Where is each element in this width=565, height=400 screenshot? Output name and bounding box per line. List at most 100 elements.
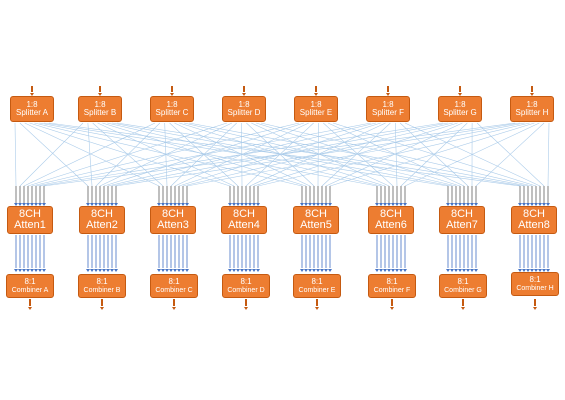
atten-input-arrow bbox=[470, 203, 474, 206]
atten-input-arrow bbox=[248, 203, 252, 206]
atten-input-arrow bbox=[252, 203, 256, 206]
combiner-output-arrow bbox=[315, 307, 319, 310]
atten-input-arrow bbox=[312, 203, 316, 206]
mesh-link bbox=[35, 122, 372, 187]
splitter-label: Splitter H bbox=[515, 108, 549, 117]
mesh-link bbox=[475, 122, 545, 187]
mesh-link bbox=[43, 122, 516, 187]
combiner-output-arrow bbox=[172, 307, 176, 310]
combiner-input-arrow bbox=[379, 269, 383, 272]
atten-input-arrow bbox=[236, 203, 240, 206]
mesh-link bbox=[39, 122, 444, 187]
mesh-link bbox=[115, 122, 520, 187]
combiner-input-arrow bbox=[157, 269, 161, 272]
combiner-input-arrow bbox=[42, 269, 46, 272]
splitter-to-atten-mesh bbox=[14, 122, 550, 187]
combiner-input-arrow bbox=[106, 269, 110, 272]
combiner-input-arrow bbox=[244, 269, 248, 272]
combiner-input-arrow bbox=[470, 269, 474, 272]
splitter-ratio: 1:8 bbox=[166, 99, 178, 109]
atten-input-arrow bbox=[185, 203, 189, 206]
splitter-input-arrow bbox=[386, 93, 390, 96]
mesh-link bbox=[23, 122, 156, 187]
combiner-input-arrow bbox=[546, 269, 550, 272]
combiner-label: Combiner G bbox=[444, 286, 482, 294]
atten-input-arrow bbox=[316, 203, 320, 206]
atten-input-arrow bbox=[181, 203, 185, 206]
atten-input-arrow bbox=[90, 203, 94, 206]
mesh-link bbox=[179, 122, 386, 187]
combiner-input-arrow bbox=[161, 269, 165, 272]
mesh-link bbox=[14, 122, 17, 187]
splitter-label: Splitter C bbox=[155, 108, 189, 117]
combiner-input-arrow bbox=[98, 269, 102, 272]
combiner-input-arrow bbox=[22, 269, 26, 272]
mesh-link bbox=[323, 122, 394, 187]
combiner-input-arrow bbox=[228, 269, 232, 272]
combiner-label: Combiner H bbox=[516, 284, 554, 292]
atten-input-arrow bbox=[232, 203, 236, 206]
combiner-input-arrow bbox=[86, 269, 90, 272]
atten-input-arrow bbox=[256, 203, 260, 206]
combiner-input-arrow bbox=[522, 269, 526, 272]
combiner-input-arrow bbox=[34, 269, 38, 272]
combiner-output-arrow bbox=[533, 307, 537, 310]
mesh-link bbox=[24, 122, 160, 187]
mesh-link bbox=[27, 122, 228, 187]
mesh-link bbox=[186, 122, 525, 187]
atten-input-arrow bbox=[38, 203, 42, 206]
atten-input-arrow bbox=[534, 203, 538, 206]
atten-input-arrow bbox=[546, 203, 550, 206]
combiner-ratio: 8:1 bbox=[240, 277, 252, 287]
atten-input-arrow bbox=[86, 203, 90, 206]
splitter-ratio: 1:8 bbox=[26, 99, 38, 109]
atten-label: Atten3 bbox=[157, 219, 189, 231]
atten-input-arrow bbox=[466, 203, 470, 206]
atten-input-arrow bbox=[542, 203, 546, 206]
mesh-link bbox=[251, 122, 390, 187]
splitter-input-arrow bbox=[458, 93, 462, 96]
combiner-output-arrow bbox=[244, 307, 248, 310]
combiner-ratio: 8:1 bbox=[24, 277, 36, 287]
atten-input-arrow bbox=[391, 203, 395, 206]
atten-input-arrow bbox=[320, 203, 324, 206]
combiner-input-arrow bbox=[110, 269, 114, 272]
atten-input-arrow bbox=[173, 203, 177, 206]
combiner-input-arrow bbox=[308, 269, 312, 272]
atten-input-arrow bbox=[157, 203, 161, 206]
combiner-input-arrow bbox=[462, 269, 466, 272]
combiner-input-arrow bbox=[90, 269, 94, 272]
splitter-ratio: 1:8 bbox=[238, 99, 250, 109]
atten-channels: 8CH bbox=[304, 208, 327, 220]
atten-input-arrow bbox=[450, 203, 454, 206]
atten-input-arrow bbox=[161, 203, 165, 206]
atten-input-arrow bbox=[446, 203, 450, 206]
combiner-label: Combiner F bbox=[373, 286, 411, 294]
splitter-input-arrow bbox=[242, 93, 246, 96]
combiner-input-arrow bbox=[446, 269, 450, 272]
combiner-input-arrow bbox=[181, 269, 185, 272]
mesh-link bbox=[19, 122, 84, 187]
splitter-ratio: 1:8 bbox=[382, 99, 394, 109]
combiner-input-arrow bbox=[538, 269, 542, 272]
atten-input-arrow bbox=[526, 203, 530, 206]
atten-input-arrow bbox=[462, 203, 466, 206]
combiner-output-arrow bbox=[100, 307, 104, 310]
splitter-ratio: 1:8 bbox=[310, 99, 322, 109]
splitter-label: Splitter F bbox=[371, 108, 404, 117]
combiner-input-arrow bbox=[375, 269, 379, 272]
atten-input-arrow bbox=[304, 203, 308, 206]
atten-input-arrow bbox=[308, 203, 312, 206]
atten-input-arrow bbox=[110, 203, 114, 206]
